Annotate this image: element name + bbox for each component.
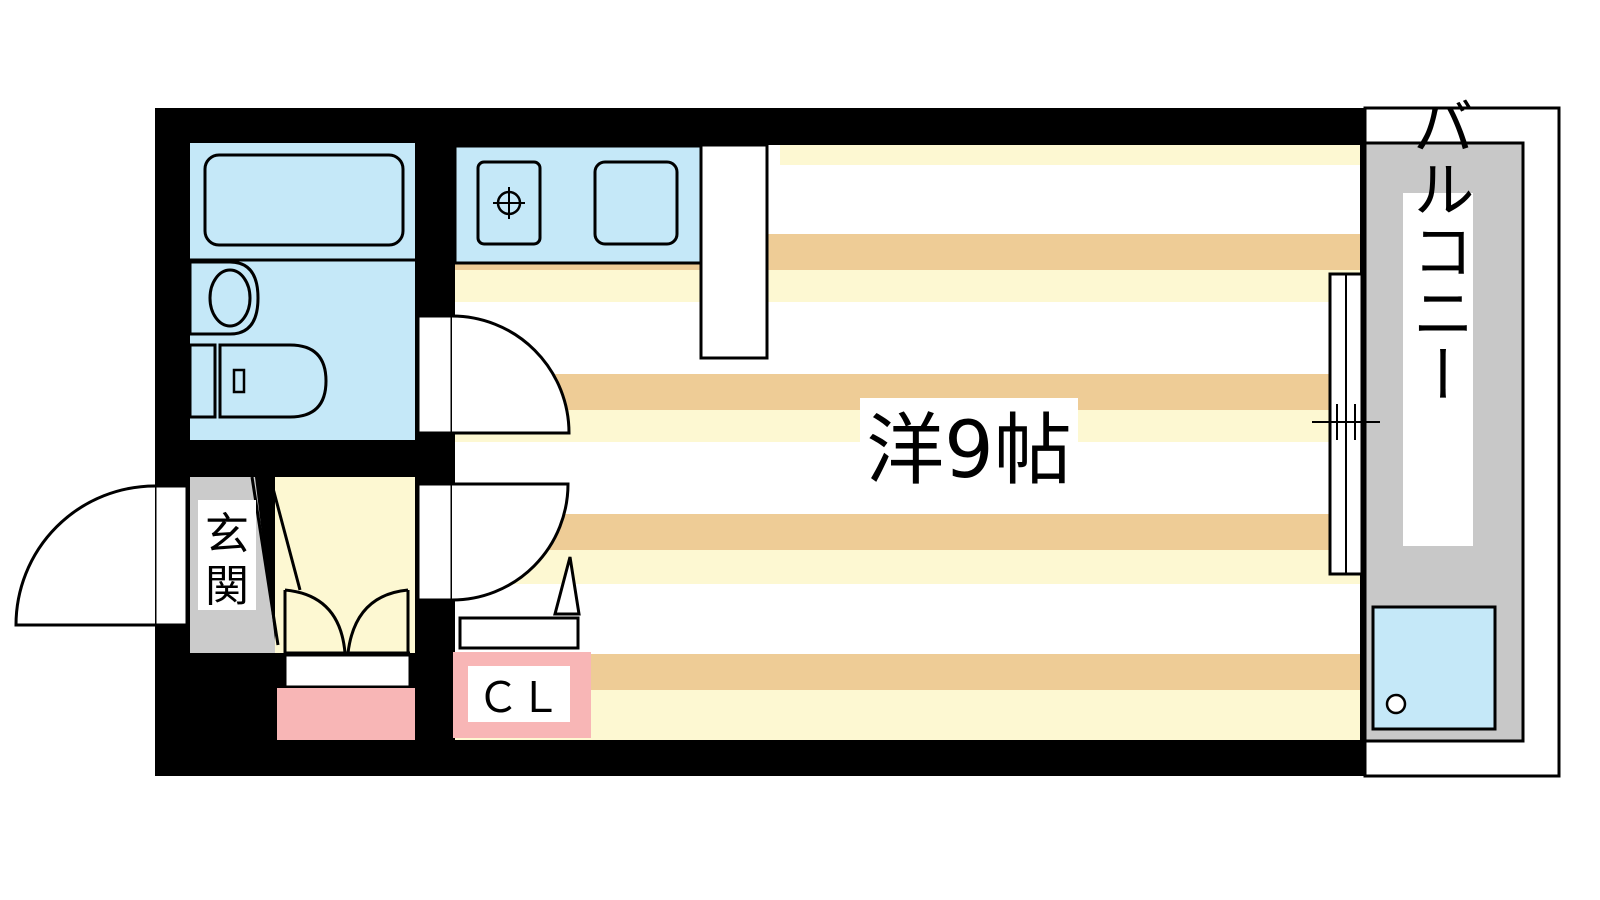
bathroom-door-icon [416, 314, 571, 435]
shoe-cabinet-door-icon [283, 588, 410, 655]
shoe-cabinet [277, 653, 415, 740]
closet-label: ＣＬ [477, 673, 561, 722]
entrance-label-char: 関 [205, 561, 249, 612]
balcony-window-icon [1312, 272, 1380, 576]
washing-machine-icon [1371, 605, 1497, 731]
front-door-icon [14, 484, 189, 627]
hallway-floor [275, 477, 415, 653]
sink-icon [593, 160, 679, 246]
washbasin-icon [188, 260, 260, 336]
kitchen-counter [453, 144, 705, 265]
entrance-label: 玄関 [205, 509, 249, 612]
entrance-label-char: 玄 [205, 509, 249, 560]
bathtub-icon [203, 153, 405, 247]
room-door-icon [416, 482, 570, 602]
toilet-icon [188, 343, 328, 419]
balcony-label: バルコニー [1402, 95, 1475, 405]
fridge-space [699, 143, 769, 360]
stove-burner-icon [493, 187, 525, 219]
bathroom [188, 143, 415, 440]
main-room-label: 洋9帖 [866, 406, 1072, 496]
